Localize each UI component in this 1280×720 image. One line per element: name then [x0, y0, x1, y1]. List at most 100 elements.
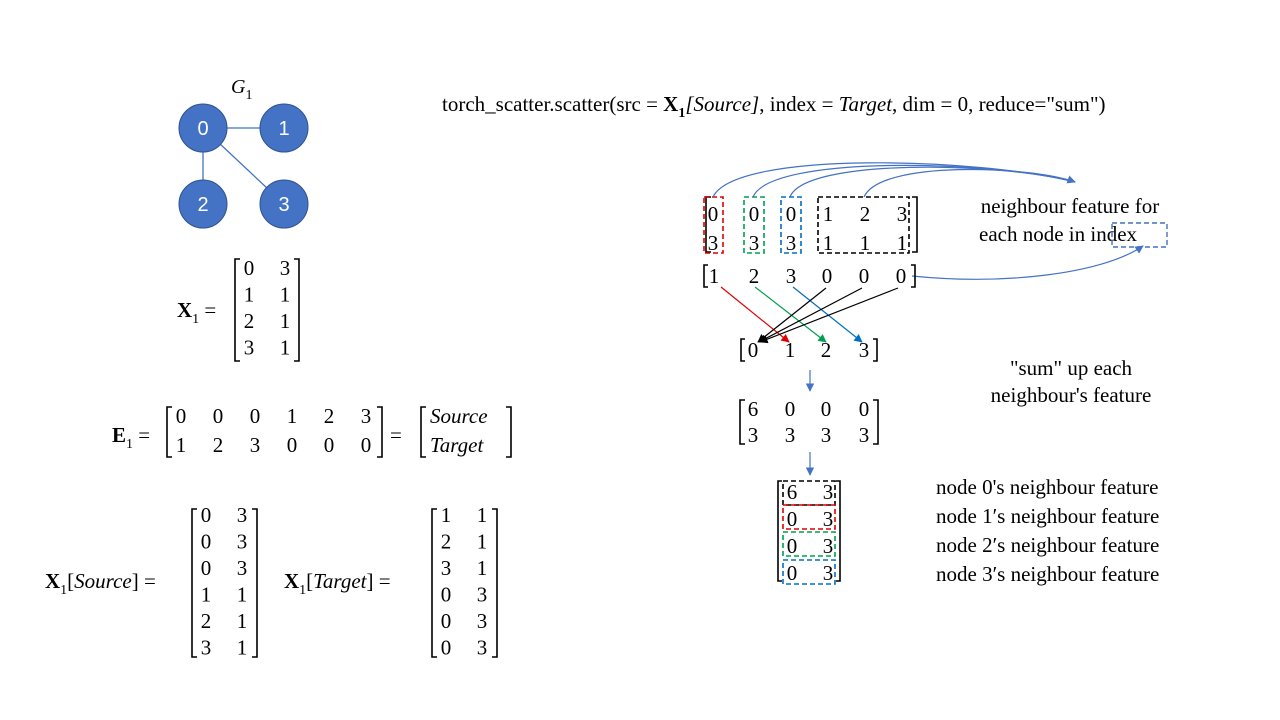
- result-cell: 0: [787, 507, 798, 531]
- node-label: 1: [278, 118, 289, 140]
- x1-left-bracket: [234, 258, 240, 362]
- x1-source-right-bracket: [252, 508, 258, 658]
- result-row-box-0: [782, 480, 836, 506]
- summed-cell: 0: [785, 397, 796, 421]
- index-cell: 0: [896, 264, 907, 288]
- scatter-formula: torch_scatter.scatter(src = X1[Source], …: [442, 92, 1106, 121]
- matrix-cell: 1: [287, 404, 298, 428]
- annotation-sum-line1: "sum" up each: [1010, 356, 1133, 380]
- node-label: 0: [197, 118, 208, 140]
- arrow-3-to-3: [792, 286, 863, 343]
- matrix-cell: 3: [477, 609, 488, 633]
- e1-equals: =: [390, 423, 402, 447]
- matrix-cell: 1: [176, 433, 187, 457]
- matrix-cell: 0: [324, 433, 335, 457]
- gathered-cell: 3: [708, 231, 719, 255]
- graph-node-1: 1: [259, 103, 309, 153]
- summed-cell: 3: [859, 423, 870, 447]
- matrix-cell: 1: [477, 503, 488, 527]
- out-idx-right-bracket: [873, 338, 878, 362]
- arrow-curve-black: [863, 168, 1076, 198]
- matrix-cell: 0: [201, 556, 212, 580]
- matrix-cell: 0: [213, 404, 224, 428]
- matrix-cell: 3: [280, 256, 291, 280]
- arrow-1-to-1: [720, 286, 790, 343]
- e1-rhs-target: Target: [430, 433, 484, 457]
- matrix-cell: 0: [201, 530, 212, 554]
- result-right-bracket: [836, 480, 841, 582]
- out-idx-cell: 2: [821, 338, 832, 362]
- matrix-cell: 1: [201, 583, 212, 607]
- graph-g1: G1 0 1 2 3: [178, 76, 309, 229]
- matrix-cell: 1: [477, 556, 488, 580]
- result-cell: 3: [823, 534, 834, 558]
- x1-right-bracket: [294, 258, 300, 362]
- matrix-cell: 2: [201, 609, 212, 633]
- annotation-neighbour-line1: neighbour feature for: [981, 194, 1159, 218]
- e1-rhs-source: Source: [430, 404, 488, 428]
- matrix-cell: 3: [244, 336, 255, 360]
- matrix-cell: 1: [477, 530, 488, 554]
- arrow-2-to-2: [754, 286, 827, 343]
- matrix-cell: 0: [441, 636, 452, 660]
- result-row-box-1: [782, 504, 836, 530]
- gathered-col-box-black: [817, 196, 910, 254]
- legend-item: node 2′s neighbour feature: [936, 533, 1159, 557]
- out-idx-cell: 0: [748, 338, 759, 362]
- annotation-arrows: [712, 162, 1144, 280]
- index-cell: 3: [786, 264, 797, 288]
- arrow-0-to-0-b: [758, 287, 863, 343]
- index-word-box: [1111, 222, 1168, 248]
- e1-rhs-right-bracket: [506, 406, 512, 458]
- index-cell: 1: [709, 264, 720, 288]
- arrow-curve-green: [752, 164, 1076, 198]
- x1-target-right-bracket: [492, 508, 498, 658]
- matrix-cell: 3: [250, 433, 261, 457]
- graph-node-3: 3: [259, 179, 309, 229]
- matrix-cell: 0: [176, 404, 187, 428]
- out-idx-cell: 3: [859, 338, 870, 362]
- matrix-cell: 1: [244, 283, 255, 307]
- out-idx-left-bracket: [740, 338, 745, 362]
- matrix-cell: 0: [250, 404, 261, 428]
- e1-right-bracket: [377, 406, 383, 458]
- matrix-cell: 1: [280, 283, 291, 307]
- matrix-cell: 0: [441, 583, 452, 607]
- summed-cell: 6: [748, 397, 759, 421]
- index-cell: 0: [859, 264, 870, 288]
- gathered-cell: 1: [897, 231, 908, 255]
- x1-target-label: X1[Target] =: [284, 569, 391, 598]
- result-cell: 6: [787, 480, 798, 504]
- scatter-arrows: [720, 286, 899, 344]
- matrix-cell: 1: [237, 636, 248, 660]
- summed-cell: 3: [785, 423, 796, 447]
- arrow-0-to-0-a: [757, 287, 827, 343]
- matrix-cell: 0: [244, 256, 255, 280]
- gathered-cell: 2: [860, 202, 871, 226]
- matrix-cell: 3: [237, 503, 248, 527]
- annotation-neighbour-line2: each node in index: [979, 222, 1138, 246]
- matrix-cell: 3: [361, 404, 372, 428]
- node-label: 2: [197, 194, 208, 216]
- matrix-cell: 3: [237, 556, 248, 580]
- index-cell: 0: [822, 264, 833, 288]
- gathered-cell: 0: [708, 202, 719, 226]
- matrix-cell: 2: [213, 433, 224, 457]
- graph-node-0: 0: [178, 103, 228, 153]
- matrix-cell: 3: [237, 530, 248, 554]
- matrix-cell: 3: [477, 636, 488, 660]
- gathered-cell: 1: [860, 231, 871, 255]
